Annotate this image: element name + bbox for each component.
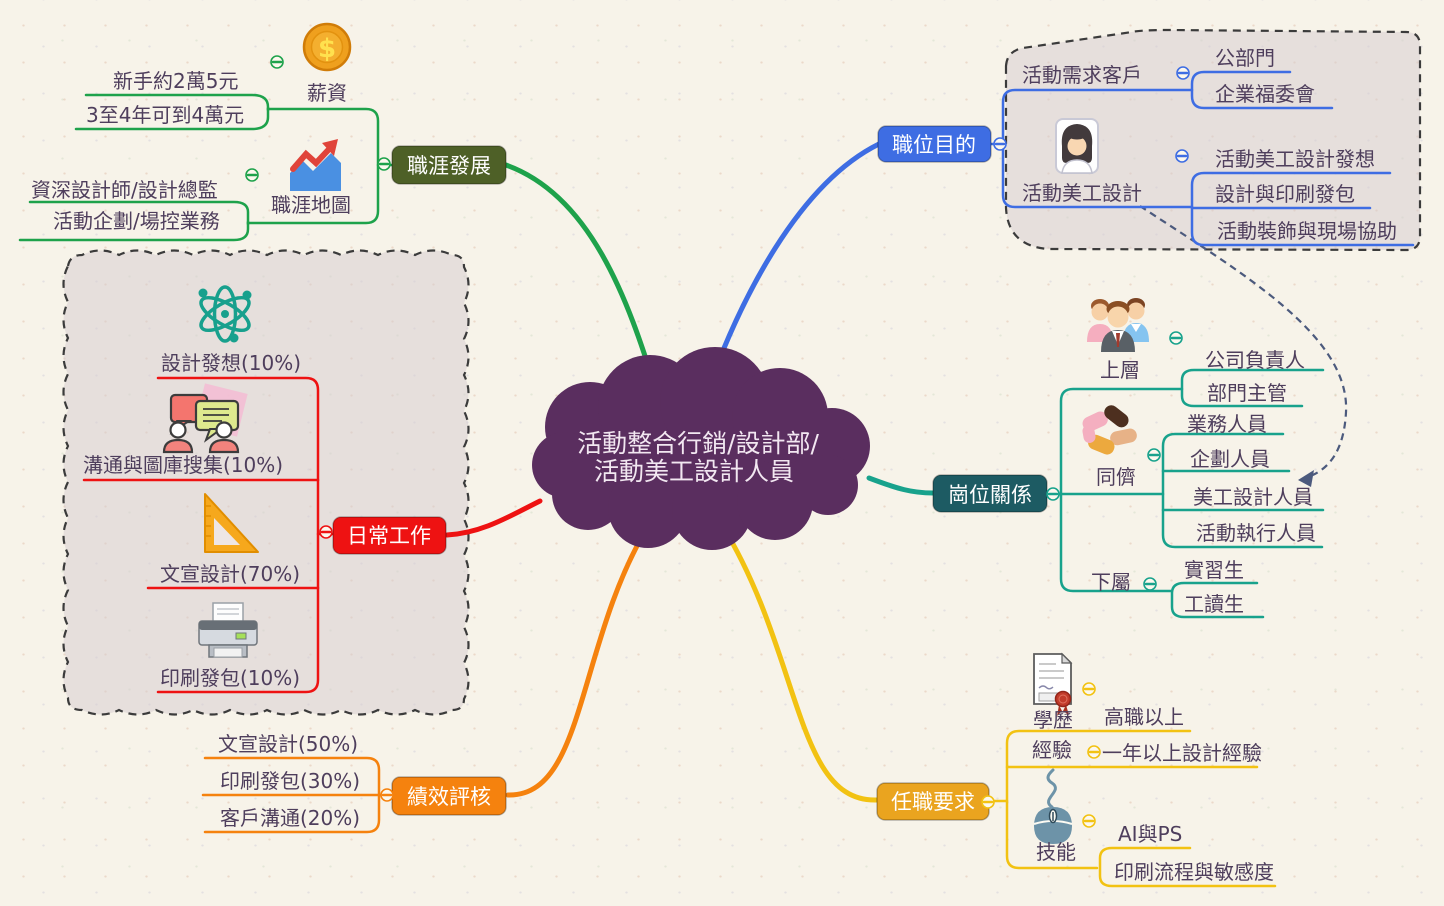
topic-daily-child[interactable]: 文宣設計(70%) [160, 562, 300, 586]
daily-branch: 日常工作 設計發想(10%) 溝通與圖庫搜集(10%) [82, 285, 447, 694]
topic-performance-child[interactable]: 文宣設計(50%) [218, 732, 358, 756]
topic-label[interactable]: 職位目的 [892, 133, 976, 157]
coin-icon: $ [302, 22, 352, 72]
topic-upper-child[interactable]: 公司負責人 [1205, 348, 1305, 372]
topic-career-development[interactable]: 職涯發展 [391, 145, 507, 185]
topic-peers-child[interactable]: 美工設計人員 [1193, 485, 1313, 509]
topic-event-design-child[interactable]: 設計與印刷發包 [1215, 182, 1355, 206]
topic-subordinates-child[interactable]: 實習生 [1184, 558, 1244, 582]
central-topic[interactable]: 活動整合行銷/設計部/ 活動美工設計人員 [532, 347, 870, 550]
topic-peers-child[interactable]: 企劃人員 [1190, 447, 1270, 471]
topic-daily-child[interactable]: 印刷發包(10%) [160, 666, 300, 690]
topic-event-design-child[interactable]: 活動裝飾與現場協助 [1217, 219, 1397, 243]
topic-skills[interactable]: 技能 [1036, 840, 1076, 864]
topic-daily-child[interactable]: 溝通與圖庫搜集(10%) [83, 453, 283, 477]
collapse-button[interactable] [1175, 149, 1189, 163]
printer-icon [198, 602, 258, 658]
topic-performance-child[interactable]: 客戶溝通(20%) [220, 806, 360, 830]
topic-experience[interactable]: 經驗 [1032, 738, 1072, 762]
topic-label[interactable]: 日常工作 [347, 524, 431, 548]
collapse-button[interactable] [319, 525, 333, 539]
topic-event-clients-child[interactable]: 公部門 [1215, 46, 1275, 70]
certificate-icon [1033, 652, 1073, 716]
topic-peers-child[interactable]: 活動執行人員 [1196, 521, 1316, 545]
topic-peers[interactable]: 同儕 [1096, 465, 1136, 489]
topic-label[interactable]: 績效評核 [407, 785, 491, 809]
chat-people-icon [162, 383, 248, 454]
position-purpose-boundary [1004, 28, 1422, 252]
topic-label[interactable]: 任職要求 [891, 790, 975, 814]
topic-skills-child[interactable]: 印刷流程與敏感度 [1114, 860, 1274, 884]
cloud-shape [532, 347, 870, 550]
topic-experience-child[interactable]: 一年以上設計經驗 [1102, 741, 1262, 765]
woman-avatar-icon [1055, 118, 1099, 174]
topic-peers-child[interactable]: 業務人員 [1187, 412, 1267, 436]
collapse-button[interactable] [993, 137, 1007, 151]
topic-position-relations[interactable]: 崗位關係 [932, 474, 1048, 513]
topic-salary-child[interactable]: 3至4年可到4萬元 [86, 103, 244, 127]
performance-branch-curve [505, 525, 650, 798]
trend-chart-icon [290, 139, 341, 191]
daily-branch-curve [444, 498, 543, 538]
collapse-button[interactable] [1169, 331, 1183, 345]
topic-label[interactable]: 崗位關係 [948, 483, 1032, 507]
central-topic-title-line1[interactable]: 活動整合行銷/設計部/ [577, 429, 819, 458]
topic-performance-child[interactable]: 印刷發包(30%) [220, 769, 360, 793]
topic-salary[interactable]: 薪資 [307, 81, 347, 105]
collapse-button[interactable] [245, 168, 259, 182]
performance-branch: 績效評核 文宣設計(50%) 印刷發包(30%) 客戶溝通(20%) [201, 732, 507, 834]
topic-daily-work[interactable]: 日常工作 [332, 516, 447, 555]
requirements-branch-curve [719, 522, 880, 803]
collapse-button[interactable] [1147, 448, 1161, 462]
topic-position-purpose[interactable]: 職位目的 [877, 125, 992, 163]
topic-label[interactable]: 職涯發展 [407, 154, 491, 178]
collapse-button[interactable] [1082, 682, 1096, 696]
topic-career-map[interactable]: 職涯地圖 [271, 193, 351, 217]
topic-education-child[interactable]: 高職以上 [1104, 705, 1184, 729]
topic-upper-level[interactable]: 上層 [1100, 358, 1140, 382]
stacked-hands-icon [1082, 405, 1137, 455]
set-square-icon [204, 493, 259, 553]
topic-career-map-child[interactable]: 資深設計師/設計總監 [31, 178, 218, 202]
central-topic-title-line2[interactable]: 活動美工設計人員 [594, 457, 794, 486]
collapse-button[interactable] [1143, 577, 1157, 591]
career-branch: 職涯發展 $ 薪資 新手約2萬5元 3至4年可到4萬元 職涯地圖 資深設計師/設… [18, 22, 507, 242]
collapse-button[interactable] [270, 55, 284, 69]
topic-event-design-child[interactable]: 活動美工設計發想 [1215, 147, 1375, 171]
topic-career-map-child[interactable]: 活動企劃/場控業務 [53, 209, 220, 233]
collapse-button[interactable] [1082, 814, 1096, 828]
collapse-button[interactable] [981, 795, 995, 809]
topic-subordinates[interactable]: 下屬 [1091, 570, 1131, 594]
topic-skills-child[interactable]: AI與PS [1118, 822, 1182, 846]
relationship-arrow [1139, 205, 1348, 487]
collapse-button[interactable] [1176, 66, 1190, 80]
topic-event-clients[interactable]: 活動需求客戶 [1022, 63, 1142, 87]
topic-upper-child[interactable]: 部門主管 [1207, 381, 1287, 405]
topic-education[interactable]: 學歷 [1033, 708, 1073, 732]
topic-daily-child[interactable]: 設計發想(10%) [161, 351, 301, 375]
atom-icon [198, 285, 252, 343]
collapse-button[interactable] [380, 788, 394, 802]
topic-event-design[interactable]: 活動美工設計 [1022, 181, 1142, 205]
topic-job-requirements[interactable]: 任職要求 [876, 782, 990, 821]
dollar-glyph: $ [318, 34, 336, 64]
collapse-button[interactable] [1087, 745, 1101, 759]
collapse-button[interactable] [377, 157, 391, 171]
purpose-branch: 職位目的 活動需求客戶 公部門 企業福委會 活動美工設計 活動美工設計發想 設計… [877, 46, 1415, 247]
relations-branch-curve [866, 475, 936, 496]
topic-salary-child[interactable]: 新手約2萬5元 [113, 69, 238, 93]
mouse-icon [1033, 768, 1073, 844]
team-icon [1087, 298, 1149, 352]
relations-branch: 崗位關係 上層 公司負責人 部門主管 同儕 業務人員 企劃人 [932, 298, 1325, 619]
requirements-branch: 任職要求 學歷 高職以上 經驗 一年以上設計經驗 技能 AI與PS [876, 652, 1277, 888]
collapse-button[interactable] [1046, 487, 1060, 501]
topic-event-clients-child[interactable]: 企業福委會 [1215, 82, 1315, 106]
topic-subordinates-child[interactable]: 工讀生 [1184, 592, 1244, 616]
daily-work-boundary [62, 249, 470, 716]
topic-performance-review[interactable]: 績效評核 [391, 776, 507, 816]
